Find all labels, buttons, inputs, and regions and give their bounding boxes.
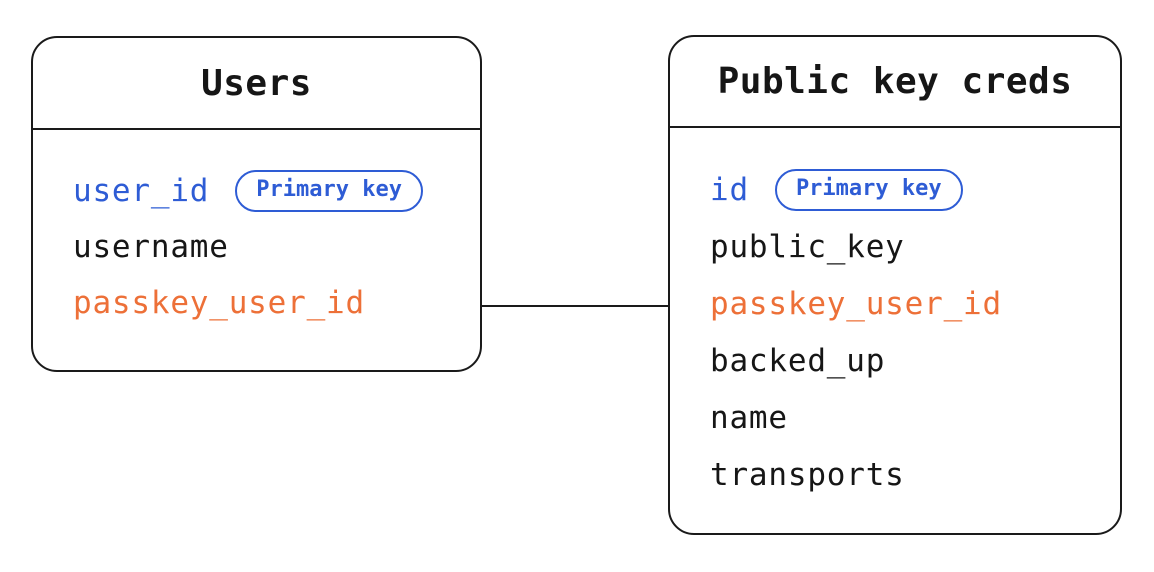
table-users[interactable]: Users user_id Primary key username passk… bbox=[31, 36, 482, 372]
field-row-passkey-user-id: passkey_user_id bbox=[73, 275, 470, 331]
field-name: name bbox=[710, 399, 788, 436]
table-title: Users bbox=[201, 62, 312, 104]
table-public-key-creds[interactable]: Public key creds id Primary key public_k… bbox=[668, 35, 1122, 535]
field-row-backed-up: backed_up bbox=[710, 332, 1110, 389]
table-public-key-creds-header: Public key creds bbox=[670, 37, 1120, 128]
field-name: passkey_user_id bbox=[710, 285, 1002, 322]
table-users-header: Users bbox=[33, 38, 480, 130]
table-public-key-creds-body: id Primary key public_key passkey_user_i… bbox=[670, 128, 1120, 503]
field-name: backed_up bbox=[710, 342, 886, 379]
field-name: transports bbox=[710, 456, 905, 493]
field-row-user-id: user_id Primary key bbox=[73, 163, 470, 219]
table-users-body: user_id Primary key username passkey_use… bbox=[33, 130, 480, 331]
field-row-public-key: public_key bbox=[710, 218, 1110, 275]
field-name: username bbox=[73, 229, 229, 265]
field-name: user_id bbox=[73, 173, 210, 209]
field-name: passkey_user_id bbox=[73, 285, 365, 321]
relationship-line bbox=[481, 305, 669, 308]
field-row-passkey-user-id: passkey_user_id bbox=[710, 275, 1110, 332]
field-row-id: id Primary key bbox=[710, 161, 1110, 218]
primary-key-badge: Primary key bbox=[774, 168, 963, 211]
primary-key-badge: Primary key bbox=[235, 170, 423, 212]
table-title: Public key creds bbox=[717, 61, 1073, 102]
field-row-transports: transports bbox=[710, 446, 1110, 503]
field-row-name: name bbox=[710, 389, 1110, 446]
field-name: id bbox=[710, 171, 749, 208]
field-name: public_key bbox=[710, 228, 905, 265]
field-row-username: username bbox=[73, 219, 470, 275]
